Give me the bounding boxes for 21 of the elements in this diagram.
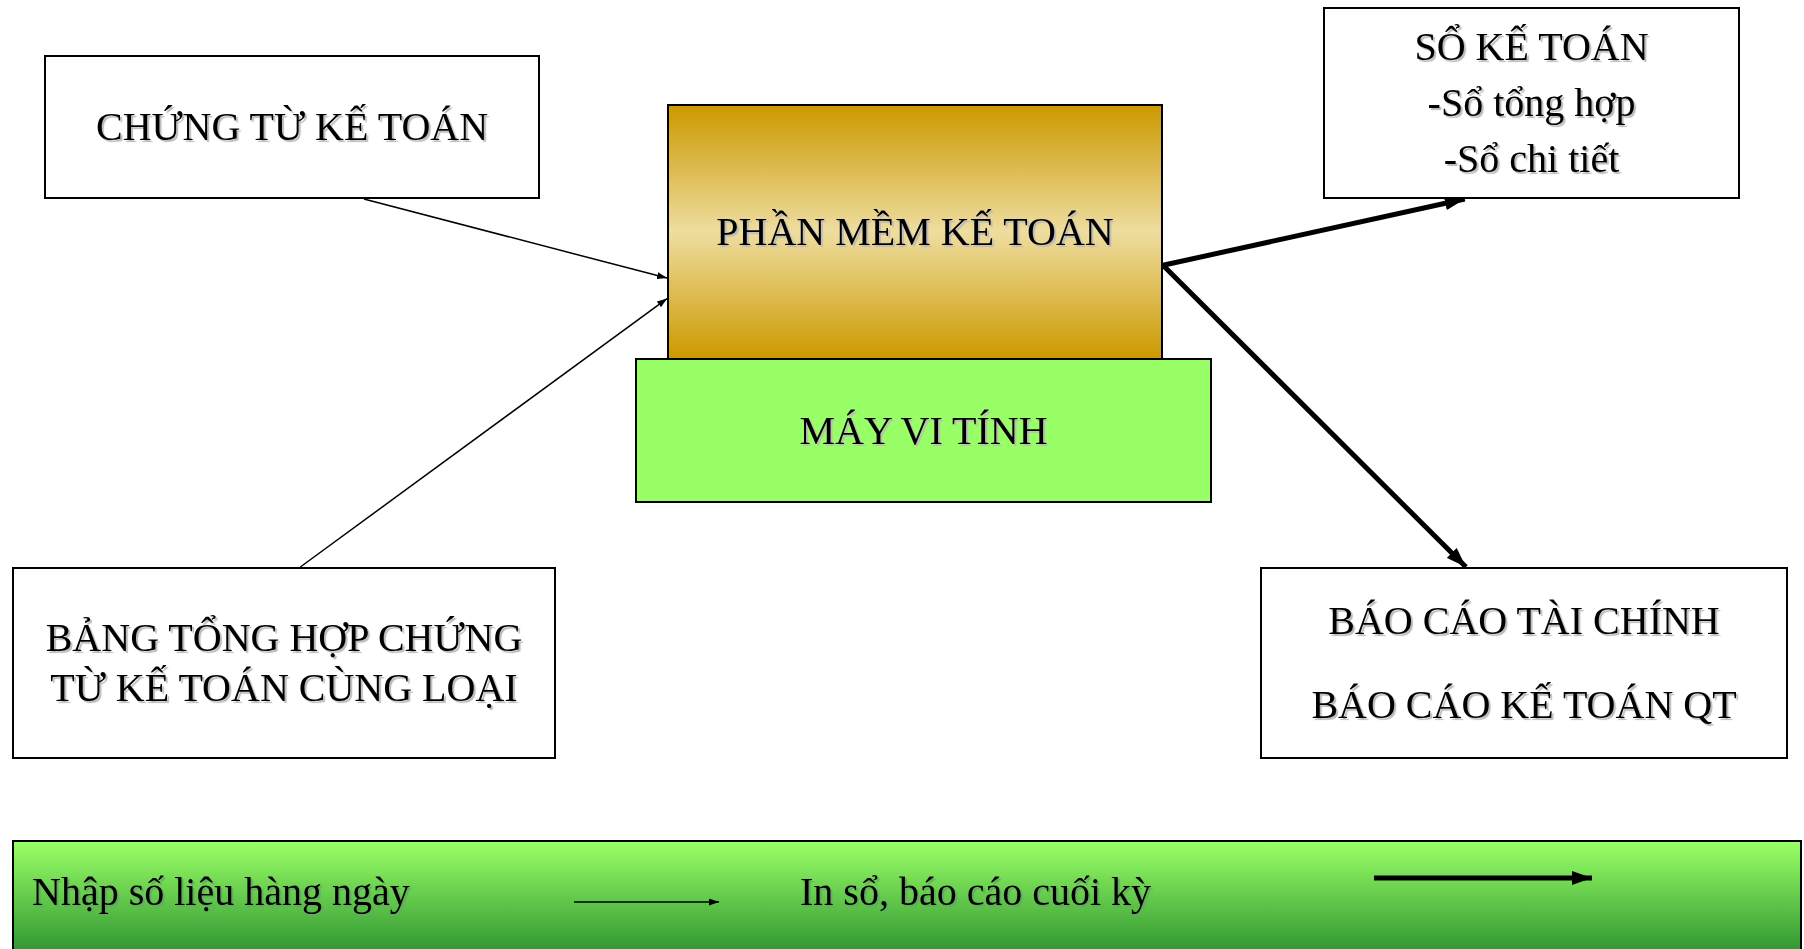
node-text: BÁO CÁO TÀI CHÍNH	[1328, 597, 1720, 645]
document-box	[44, 55, 540, 199]
arrow	[1162, 196, 1466, 268]
node-text: PHẦN MỀM KẾ TOÁN	[716, 208, 1114, 256]
legend-text: In sổ, báo cáo cuối kỳ	[800, 868, 1151, 915]
node-text: BÁO CÁO KẾ TOÁN QT	[1311, 681, 1737, 729]
software-box	[667, 104, 1163, 360]
summary-box	[12, 567, 556, 759]
ledger-box	[1323, 7, 1740, 199]
legend-text: Nhập số liệu hàng ngày	[32, 868, 410, 915]
node-text: BẢNG TỔNG HỢP CHỨNG TỪ KẾ TOÁN CÙNG LOẠI	[44, 614, 524, 712]
computer-box	[635, 358, 1212, 503]
node-text: MÁY VI TÍNH	[799, 406, 1048, 455]
node-text: CHỨNG TỪ KẾ TOÁN	[95, 103, 489, 151]
node-text: -Sổ chi tiết	[1443, 135, 1620, 183]
arrow	[1161, 263, 1468, 569]
node-text: -Sổ tổng hợp	[1427, 79, 1636, 127]
node-text: SỔ KẾ TOÁN	[1414, 23, 1649, 71]
report-box	[1260, 567, 1788, 759]
arrow	[299, 297, 668, 568]
arrow	[363, 198, 668, 279]
